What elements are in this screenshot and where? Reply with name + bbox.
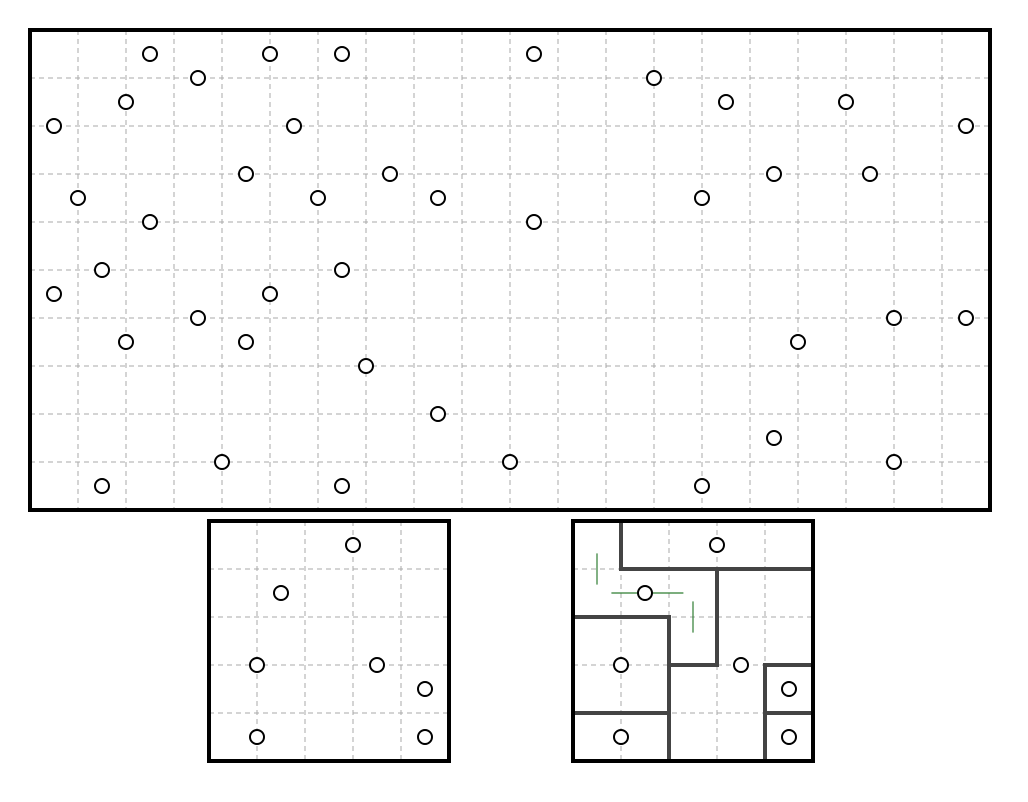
- galaxy-center-dot: [262, 46, 278, 62]
- galaxy-center-dot: [334, 46, 350, 62]
- galaxy-center-dot: [310, 190, 326, 206]
- galaxy-center-dot: [249, 729, 265, 745]
- galaxy-center-dot: [694, 190, 710, 206]
- galaxy-center-dot: [862, 166, 878, 182]
- galaxy-center-dot: [70, 190, 86, 206]
- galaxy-center-dot: [613, 729, 629, 745]
- galaxy-center-dot: [417, 729, 433, 745]
- galaxy-center-dot: [190, 70, 206, 86]
- galaxy-center-dot: [709, 537, 725, 553]
- galaxy-center-dot: [238, 166, 254, 182]
- galaxy-center-dot: [718, 94, 734, 110]
- region-wall: [571, 567, 719, 667]
- galaxy-center-dot: [358, 358, 374, 374]
- region-wall: [763, 663, 815, 763]
- galaxy-center-dot: [334, 478, 350, 494]
- board-border: [28, 28, 992, 512]
- galaxy-center-dot: [46, 118, 62, 134]
- galaxy-center-dot: [733, 657, 749, 673]
- example-board-solved: [571, 519, 815, 763]
- galaxy-center-dot: [526, 46, 542, 62]
- galaxy-center-dot: [369, 657, 385, 673]
- galaxy-center-dot: [838, 94, 854, 110]
- galaxy-center-dot: [94, 262, 110, 278]
- galaxy-center-dot: [781, 681, 797, 697]
- galaxy-center-dot: [637, 585, 653, 601]
- galaxy-center-dot: [766, 166, 782, 182]
- galaxy-center-dot: [958, 118, 974, 134]
- galaxy-center-dot: [502, 454, 518, 470]
- galaxy-center-dot: [262, 286, 278, 302]
- galaxy-center-dot: [430, 190, 446, 206]
- galaxy-center-dot: [334, 262, 350, 278]
- board-border: [207, 519, 451, 763]
- galaxy-center-dot: [249, 657, 265, 673]
- galaxy-center-dot: [190, 310, 206, 326]
- galaxy-center-dot: [694, 478, 710, 494]
- galaxy-center-dot: [142, 214, 158, 230]
- galaxy-center-dot: [781, 729, 797, 745]
- galaxy-center-dot: [526, 214, 542, 230]
- galaxy-center-dot: [646, 70, 662, 86]
- main-puzzle-board[interactable]: [28, 28, 992, 512]
- galaxy-center-dot: [142, 46, 158, 62]
- galaxy-center-dot: [886, 454, 902, 470]
- galaxy-center-dot: [382, 166, 398, 182]
- galaxy-center-dot: [273, 585, 289, 601]
- galaxy-center-dot: [345, 537, 361, 553]
- galaxy-center-dot: [214, 454, 230, 470]
- galaxy-center-dot: [118, 334, 134, 350]
- galaxy-center-dot: [286, 118, 302, 134]
- galaxy-center-dot: [94, 478, 110, 494]
- galaxy-center-dot: [886, 310, 902, 326]
- galaxy-center-dot: [958, 310, 974, 326]
- galaxy-center-dot: [238, 334, 254, 350]
- galaxy-center-dot: [790, 334, 806, 350]
- galaxy-center-dot: [613, 657, 629, 673]
- galaxy-center-dot: [417, 681, 433, 697]
- board-border: [571, 519, 815, 763]
- example-board-unsolved: [207, 519, 451, 763]
- galaxy-center-dot: [430, 406, 446, 422]
- galaxy-center-dot: [118, 94, 134, 110]
- galaxy-center-dot: [766, 430, 782, 446]
- galaxy-center-dot: [46, 286, 62, 302]
- region-wall: [619, 519, 815, 571]
